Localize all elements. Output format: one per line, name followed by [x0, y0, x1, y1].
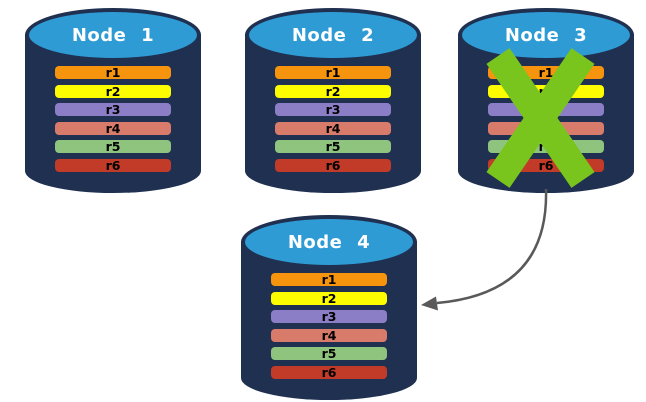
replica-rows: r1 r2 r3 r4 r5 r6: [275, 66, 391, 172]
replica-row: r4: [275, 120, 391, 136]
replica-row: r4: [488, 120, 604, 136]
replica-row: r5: [271, 346, 387, 362]
row-label: r4: [105, 120, 121, 136]
row-label: r4: [321, 327, 337, 343]
row-label: r2: [538, 83, 554, 99]
replica-row: r6: [275, 157, 391, 173]
node-4: Node 4 r1 r2 r3 r4 r5 r6: [241, 215, 417, 400]
row-label: r5: [538, 139, 554, 155]
row-label: r2: [325, 83, 341, 99]
row-label: r6: [538, 157, 554, 173]
node-1: Node 1 r1 r2 r3 r4 r5 r6: [25, 8, 201, 193]
row-label: r3: [325, 102, 341, 118]
replica-row: r6: [55, 157, 171, 173]
row-label: r6: [321, 364, 337, 380]
replica-row: r2: [488, 83, 604, 99]
replica-row: r3: [55, 102, 171, 118]
node-title: Node 3: [504, 24, 588, 46]
node-title: Node 1: [71, 24, 155, 46]
node-title: Node 2: [291, 24, 375, 46]
replica-row: r2: [271, 290, 387, 306]
row-label: r1: [105, 65, 121, 80]
replica-row: r5: [275, 139, 391, 155]
replica-row: r6: [488, 157, 604, 173]
row-label: r1: [538, 65, 554, 80]
replica-row: r1: [55, 66, 171, 79]
replica-row: r4: [55, 120, 171, 136]
replica-row: r3: [275, 102, 391, 118]
row-label: r6: [325, 157, 341, 173]
cylinder-top: Node 3: [458, 8, 634, 62]
replica-row: r2: [275, 83, 391, 99]
row-label: r5: [321, 346, 337, 362]
row-label: r5: [105, 139, 121, 155]
replica-row: r2: [55, 83, 171, 99]
replica-rows: r1 r2 r3 r4 r5 r6: [271, 273, 387, 379]
row-label: r3: [538, 102, 554, 118]
row-label: r4: [538, 120, 554, 136]
replica-row: r3: [488, 102, 604, 118]
cylinder-top: Node 4: [241, 215, 417, 269]
replica-row: r5: [488, 139, 604, 155]
cylinder-top: Node 1: [25, 8, 201, 62]
replica-row: r3: [271, 309, 387, 325]
replica-rows: r1 r2 r3 r4 r5 r6: [55, 66, 171, 172]
replica-row: r4: [271, 327, 387, 343]
row-label: r2: [321, 290, 337, 306]
replica-rows: r1 r2 r3 r4 r5 r6: [488, 66, 604, 172]
row-label: r1: [321, 272, 337, 287]
arrowhead-icon: [421, 296, 438, 311]
replica-row: r1: [488, 66, 604, 79]
row-label: r5: [325, 139, 341, 155]
replica-row: r6: [271, 364, 387, 380]
row-label: r6: [105, 157, 121, 173]
row-label: r4: [325, 120, 341, 136]
cylinder-top: Node 2: [245, 8, 421, 62]
row-label: r1: [325, 65, 341, 80]
node-3: Node 3 r1 r2 r3 r4 r5 r6: [458, 8, 634, 193]
arrow-curve: [436, 188, 548, 305]
replica-row: r1: [275, 66, 391, 79]
node-2: Node 2 r1 r2 r3 r4 r5 r6: [245, 8, 421, 193]
row-label: r3: [105, 102, 121, 118]
replica-row: r5: [55, 139, 171, 155]
node-title: Node 4: [287, 231, 371, 253]
row-label: r2: [105, 83, 121, 99]
replica-row: r1: [271, 273, 387, 286]
row-label: r3: [321, 309, 337, 325]
